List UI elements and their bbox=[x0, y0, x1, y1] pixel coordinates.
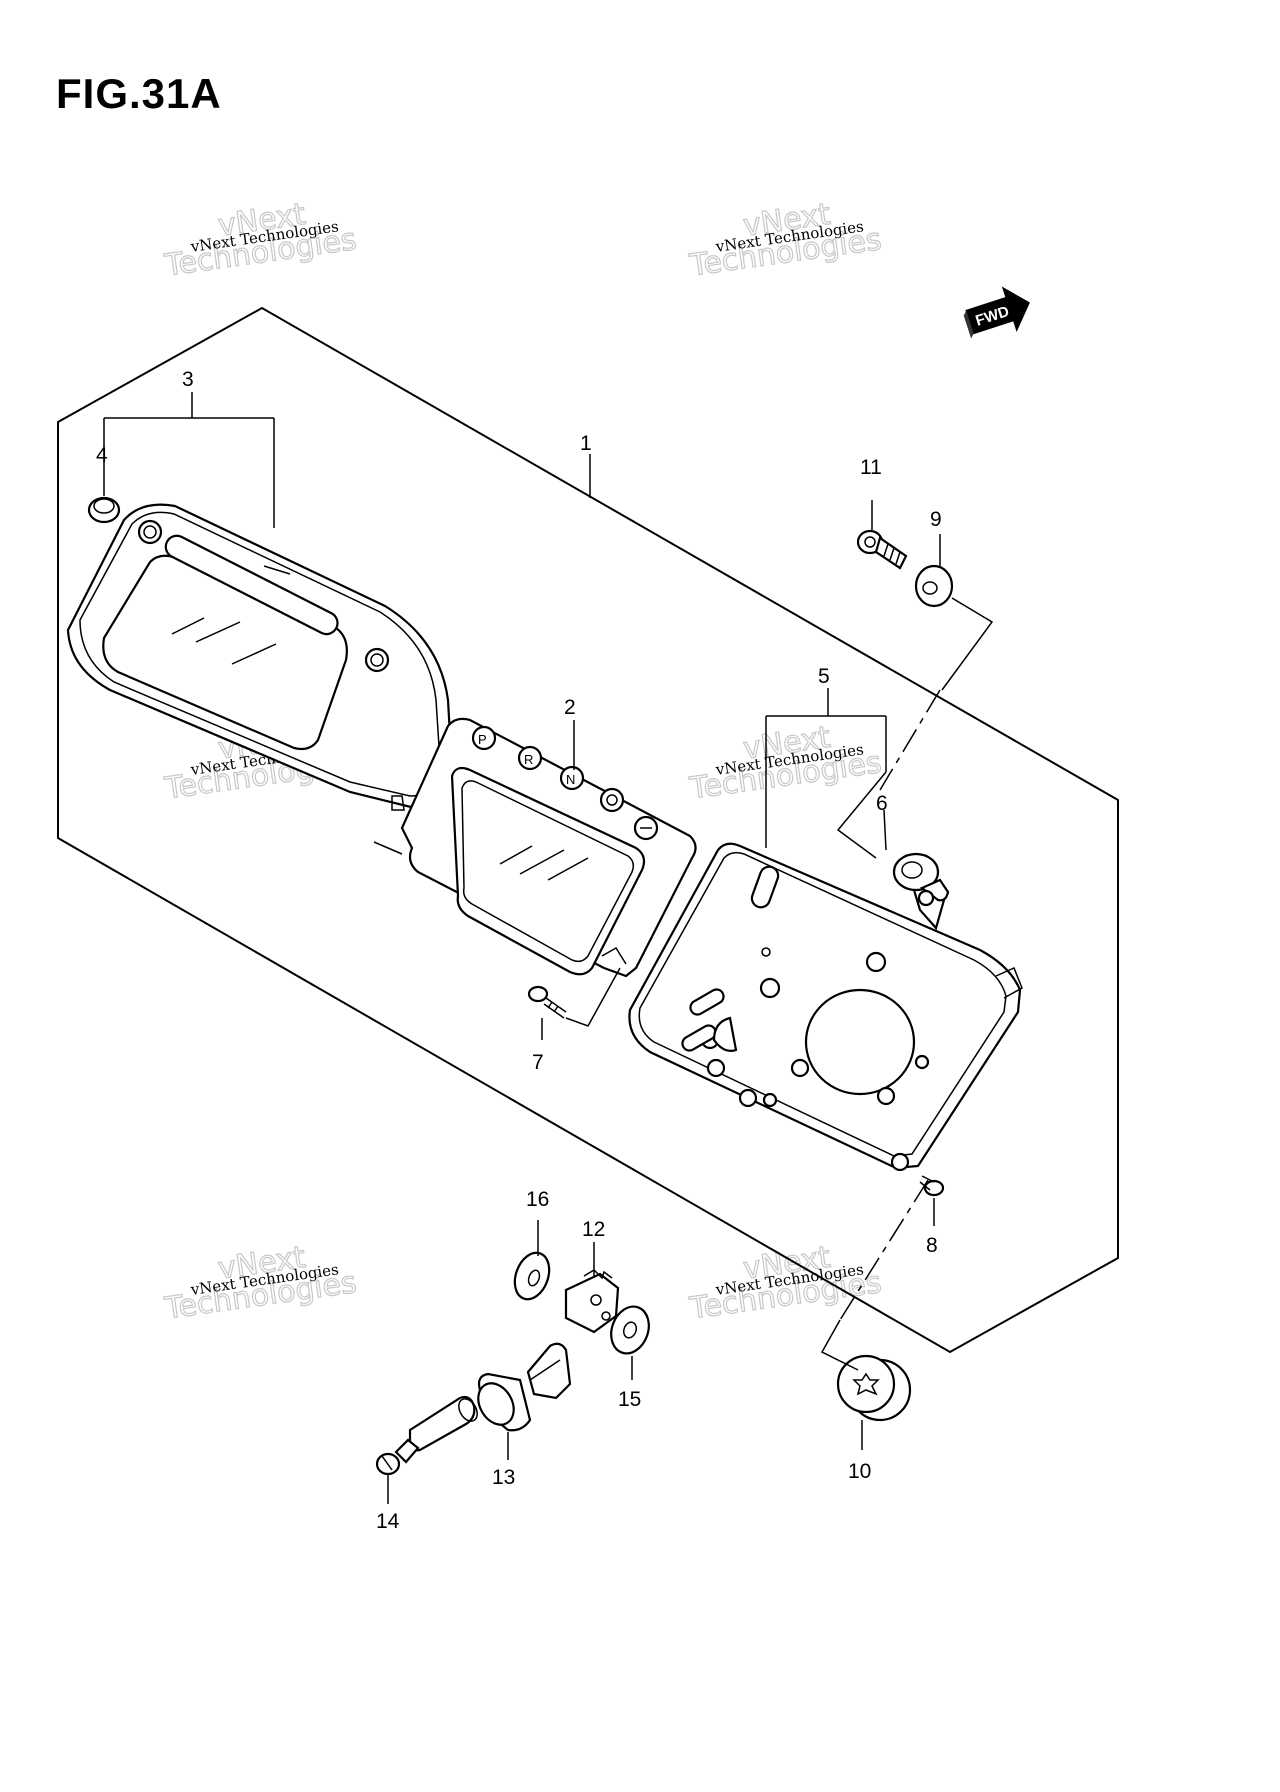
callout-2: 2 bbox=[564, 696, 576, 719]
indicator-lamps: P R N bbox=[471, 725, 659, 841]
bolt-part bbox=[375, 1438, 420, 1476]
lamp-r-label: R bbox=[524, 752, 533, 767]
screw-part bbox=[856, 529, 908, 570]
screw-part bbox=[919, 1175, 945, 1197]
watermark: Technologies vNext vNext Technologies bbox=[686, 1239, 884, 1327]
sensor-rotor-part bbox=[564, 1269, 620, 1334]
callout-14: 14 bbox=[376, 1510, 400, 1533]
figure-title: FIG.31A bbox=[56, 70, 222, 117]
callout-11: 11 bbox=[860, 456, 882, 479]
callout-7: 7 bbox=[532, 1051, 544, 1074]
watermark: Technologies vNext vNext Technologies bbox=[686, 719, 884, 807]
assembly-outline bbox=[57, 306, 1119, 1354]
speed-sensor-part bbox=[408, 1342, 572, 1452]
watermark: Technologies vNext vNext Technologies bbox=[686, 196, 884, 284]
washer-part bbox=[513, 1251, 551, 1301]
washer-part bbox=[610, 1305, 650, 1355]
callout-16: 16 bbox=[526, 1188, 549, 1211]
screw-part bbox=[527, 985, 567, 1019]
callouts: 1 2 3 4 5 6 7 8 9 10 11 12 13 14 15 16 bbox=[96, 368, 942, 1533]
grommet-part bbox=[914, 564, 954, 608]
front-cover-part bbox=[66, 503, 454, 810]
callout-8: 8 bbox=[926, 1234, 938, 1257]
socket-part bbox=[836, 1354, 912, 1422]
lamp-p-label: P bbox=[478, 732, 487, 747]
fwd-arrow-icon: FWD bbox=[963, 286, 1030, 339]
callout-12: 12 bbox=[582, 1218, 605, 1241]
callout-10: 10 bbox=[848, 1460, 871, 1483]
lcd-panel-part: P R N bbox=[373, 717, 697, 978]
callout-3: 3 bbox=[182, 368, 194, 391]
callout-9: 9 bbox=[930, 508, 942, 531]
leader-lines bbox=[103, 392, 994, 1504]
lamp-n-label: N bbox=[566, 772, 575, 787]
watermark: Technologies vNext vNext Technologies bbox=[161, 1239, 359, 1327]
grommet-part bbox=[87, 496, 121, 524]
callout-6: 6 bbox=[876, 792, 888, 815]
bulb-socket-part bbox=[892, 852, 950, 907]
rear-case-part bbox=[628, 842, 1023, 1172]
callout-15: 15 bbox=[618, 1388, 641, 1411]
callout-4: 4 bbox=[96, 444, 108, 467]
callout-1: 1 bbox=[580, 432, 592, 455]
watermark: Technologies vNext vNext Technologies bbox=[161, 196, 359, 284]
callout-13: 13 bbox=[492, 1466, 515, 1489]
callout-5: 5 bbox=[818, 665, 830, 688]
